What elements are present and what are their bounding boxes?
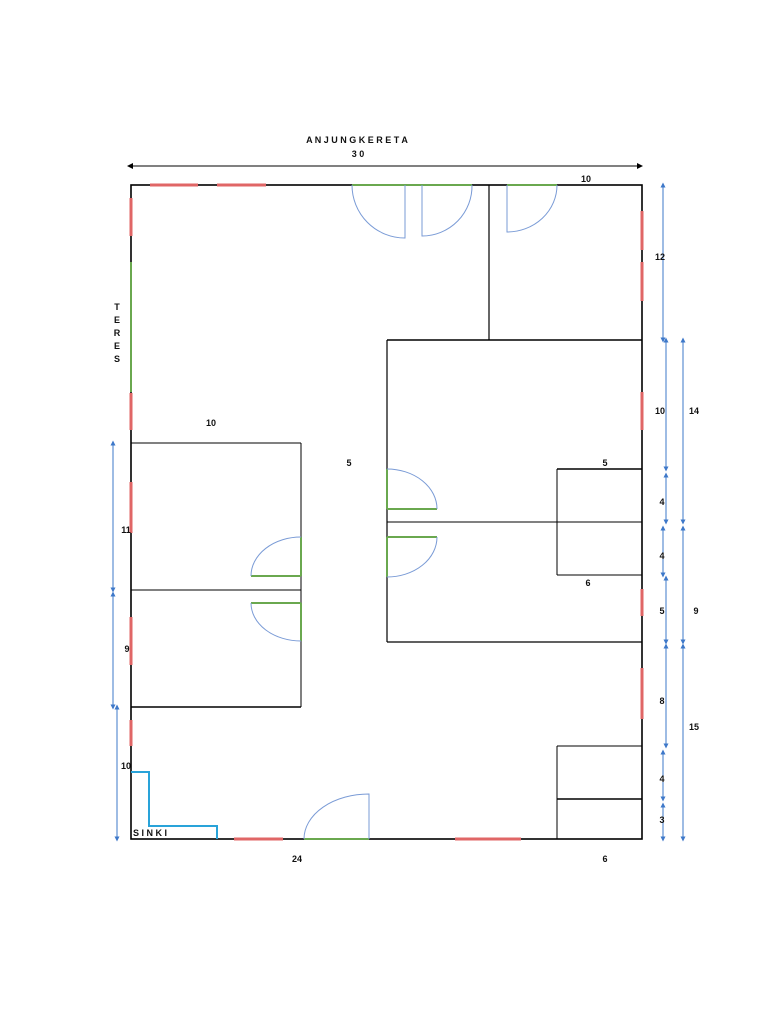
title-label: A N J U N G K E R E T A xyxy=(306,135,408,145)
sink-label: S I N K I xyxy=(133,828,167,838)
dim-bottom-24: 24 xyxy=(292,854,302,864)
dim-right-9: 9 xyxy=(693,606,698,616)
door-leaves xyxy=(130,184,557,840)
top-width-label: 3 0 xyxy=(352,149,365,159)
interior-walls xyxy=(131,185,642,839)
svg-text:S: S xyxy=(114,354,120,364)
dim-right-4c: 4 xyxy=(659,774,664,784)
dim-right-14: 14 xyxy=(689,406,699,416)
dim-right-15: 15 xyxy=(689,722,699,732)
dim-right-4b: 4 xyxy=(659,551,664,561)
dim-corridor-5: 5 xyxy=(346,458,351,468)
dimension-arrows xyxy=(110,182,686,842)
dim-bottom-6: 6 xyxy=(602,854,607,864)
windows xyxy=(129,183,644,841)
dim-right-12: 12 xyxy=(655,252,665,262)
dim-right-10: 10 xyxy=(655,406,665,416)
dim-inner-6: 6 xyxy=(585,578,590,588)
dim-right-5: 5 xyxy=(659,606,664,616)
dimension-labels: 10 12 10 14 4 4 5 9 8 15 4 3 10 11 9 10 … xyxy=(121,174,699,864)
svg-text:E: E xyxy=(114,341,120,351)
dim-left-11: 11 xyxy=(121,525,131,535)
dim-right-3: 3 xyxy=(659,815,664,825)
svg-text:E: E xyxy=(114,315,120,325)
dim-left-10: 10 xyxy=(121,761,131,771)
side-label-teres: T E R E S xyxy=(114,302,121,364)
svg-text:R: R xyxy=(114,328,121,338)
dim-top-right: 10 xyxy=(581,174,591,184)
dim-right-4a: 4 xyxy=(659,497,664,507)
svg-text:T: T xyxy=(114,302,120,312)
sink-counter xyxy=(131,771,218,839)
dim-left-room-top: 10 xyxy=(206,418,216,428)
dim-right-8: 8 xyxy=(659,696,664,706)
door-swings xyxy=(250,184,558,840)
dim-inner-5: 5 xyxy=(602,458,607,468)
dim-left-9: 9 xyxy=(124,644,129,654)
